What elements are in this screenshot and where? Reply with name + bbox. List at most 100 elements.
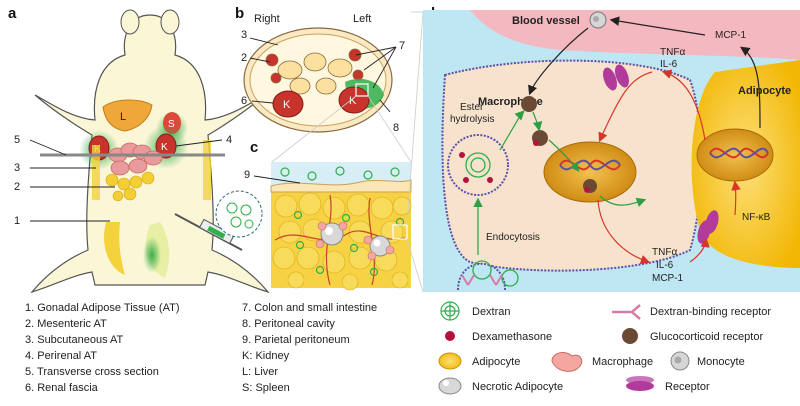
tnf-top-label: TNFα (660, 47, 685, 58)
adipocyte-label: Adipocyte (738, 85, 791, 97)
legend-macrophage: Macrophage (592, 356, 653, 368)
dna-helix-macrophage (559, 159, 621, 171)
panel-label-a: a (8, 5, 17, 22)
kidney-right-label: K (161, 142, 168, 153)
arrows (473, 16, 761, 265)
mcp1-bot-label: MCP-1 (652, 273, 684, 284)
receptor-icon (626, 376, 654, 391)
legend-receptor: Receptor (665, 381, 710, 393)
legend-item-6: 6. Renal fascia (25, 382, 99, 394)
callout-3b: 3 (241, 29, 247, 41)
receptor-fork-legend-icon (612, 304, 641, 320)
zoom-box-c (392, 224, 408, 240)
dna-helix-adipocyte (709, 147, 769, 159)
callout-5: 5 (14, 134, 20, 146)
legend-item-K: K: Kidney (242, 350, 290, 362)
macrophage-clusters (315, 221, 395, 261)
blood-vessel (470, 10, 800, 60)
legend-dextran-binding-receptor: Dextran-binding receptor (650, 306, 771, 318)
legend-item-1: 1. Gonadal Adipose Tissue (AT) (25, 302, 180, 314)
zoom-guides (271, 11, 424, 293)
legend-item-2: 2. Mesenteric AT (25, 318, 107, 330)
panel-d: d Blood vessel Macrophage Adipocyte (411, 5, 800, 292)
mesenteric-fat (105, 171, 155, 202)
dexamethasone-bound (533, 140, 539, 146)
macrophage-icon (551, 352, 583, 372)
dextran-zoom-cluster (226, 202, 254, 229)
section-kidney-left (338, 86, 370, 114)
nfkb-label: NF-κB (742, 212, 771, 223)
callout-2b: 2 (241, 52, 247, 64)
legend-monocyte: Monocyte (697, 356, 745, 368)
callout-4: 4 (226, 134, 232, 146)
legend-item-4: 4. Perirenal AT (25, 350, 97, 362)
dextran-at-membrane (472, 260, 519, 287)
legend-dexamethasone: Dexamethasone (472, 331, 552, 343)
callout-7: 7 (399, 40, 405, 52)
callout-8: 8 (393, 122, 399, 134)
syringe-icon (174, 213, 243, 251)
blood-vessel-label: Blood vessel (512, 15, 580, 27)
legend-item-7: 7. Colon and small intestine (242, 302, 377, 314)
legend-item-L: L: Liver (242, 366, 278, 378)
panel-a: a L S K K (8, 5, 270, 294)
callout-9: 9 (244, 169, 250, 181)
dexamethasone-in-endosome (459, 152, 493, 183)
legend-adipocyte: Adipocyte (472, 356, 520, 368)
receptor-icon-top (603, 64, 629, 91)
symbol-legend-bg (423, 295, 800, 401)
adipocyte-grid (272, 192, 412, 291)
section-kidney-right (272, 90, 304, 118)
callout-6: 6 (241, 95, 247, 107)
legend-item-S: S: Spleen (242, 382, 290, 394)
dextran-zoom-circle (215, 190, 263, 238)
liver (102, 99, 153, 132)
legend-necrotic-adipocyte: Necrotic Adipocyte (472, 381, 563, 393)
zoom-box (355, 83, 369, 97)
mouse-ear-left (120, 9, 140, 35)
mouse-ear-right (160, 9, 180, 35)
dexamethasone-in-nucleus (584, 187, 590, 193)
legend-item-3: 3. Subcutaneous AT (25, 334, 124, 346)
dextran-in-endosome (465, 152, 491, 178)
monocyte-nucleus (593, 16, 599, 22)
subcutaneous-fat-right (203, 140, 211, 200)
necrotic-cells (320, 222, 391, 257)
legend-glucocorticoid-receptor: Glucocorticoid receptor (650, 331, 763, 343)
callout-9-leader (253, 175, 301, 184)
side-right-label: Right (254, 13, 280, 25)
panel-c: c (244, 11, 424, 293)
dextran-dots (280, 166, 405, 277)
ester-label: Ester (460, 102, 484, 113)
panel-a-leaders (29, 139, 223, 222)
legend-item-9: 9. Parietal peritoneum (242, 334, 350, 346)
glucocorticoid-receptor (521, 96, 537, 112)
callout-1: 1 (14, 215, 20, 227)
glucocorticoid-receptor-icon (622, 328, 638, 344)
panel-b: b Right Left K K 3 (235, 5, 405, 134)
endocytosis-label: Endocytosis (486, 232, 540, 243)
numbered-legend: 1. Gonadal Adipose Tissue (AT) 2. Mesent… (25, 302, 377, 394)
legend-item-5: 5. Transverse cross section (25, 366, 159, 378)
necrotic-adipocyte-icon (438, 377, 462, 395)
section-kidney-left-label: K (349, 95, 357, 107)
panel-label-b: b (235, 5, 244, 22)
gonadal-glow (143, 237, 161, 273)
hydrolysis-label: hydrolysis (450, 114, 494, 125)
side-left-label: Left (353, 13, 371, 25)
liver-label: L (120, 111, 126, 123)
section-kidney-right-label: K (283, 99, 291, 111)
cross-section-organs (265, 48, 364, 95)
legend-item-8: 8. Peritoneal cavity (242, 318, 335, 330)
il6-bot-label: IL-6 (656, 260, 674, 271)
endosome (447, 134, 509, 196)
adipocyte-icon (438, 352, 462, 370)
receptor-fork-icon (461, 274, 503, 286)
monocyte-icon (670, 351, 690, 371)
tnf-bot-label: TNFα (652, 247, 677, 258)
panel-label-c: c (250, 139, 258, 156)
adipocyte-nucleus (696, 128, 774, 182)
dextran-icon (440, 301, 460, 321)
spleen-label: S (168, 119, 175, 130)
